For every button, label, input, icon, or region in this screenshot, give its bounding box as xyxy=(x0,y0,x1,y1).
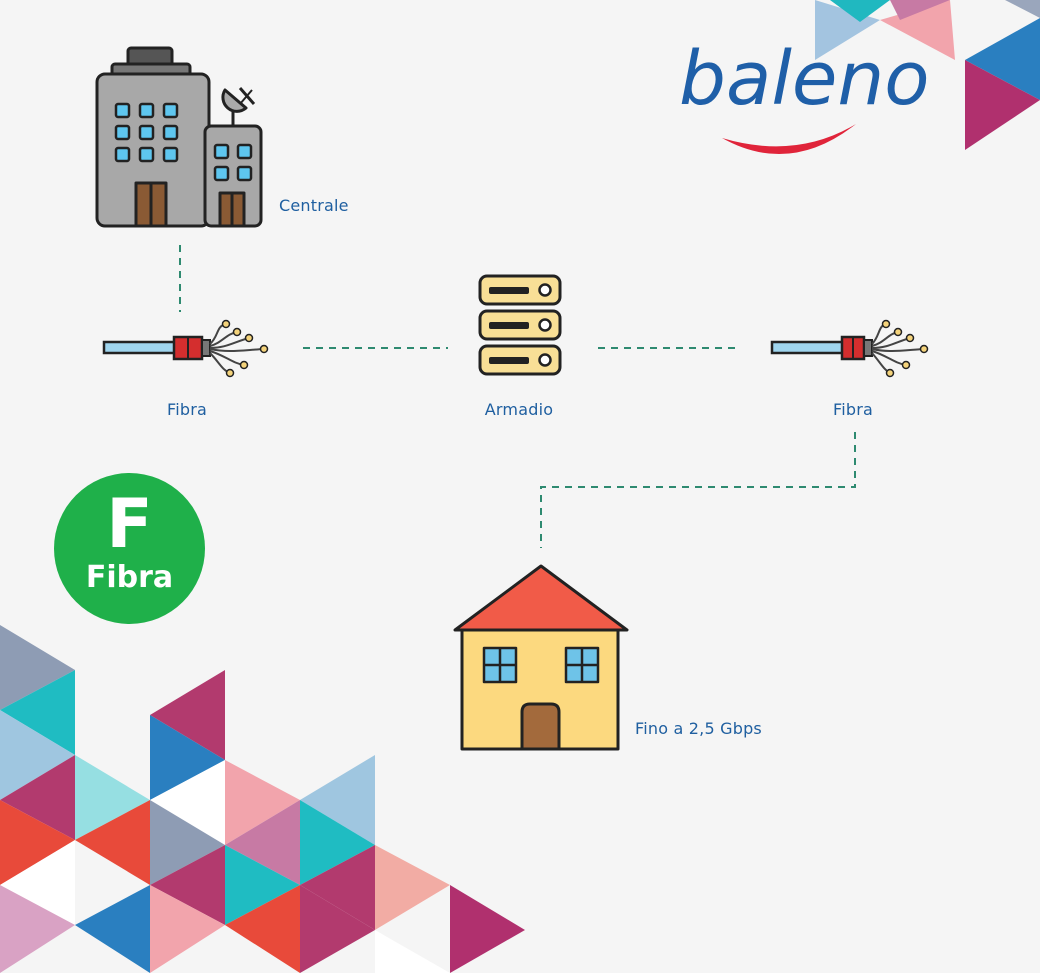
fibra-badge-letter: F xyxy=(106,485,153,564)
decor-bottom-left xyxy=(0,625,525,973)
fibra-badge-word: Fibra xyxy=(85,560,174,595)
fiber-optic-cable-icon xyxy=(102,319,269,378)
centrale-label: Centrale xyxy=(279,196,349,215)
house-speed-label: Fino a 2,5 Gbps xyxy=(635,719,762,738)
logo-swoosh xyxy=(722,124,856,155)
fiber-optic-cable-icon xyxy=(770,319,929,378)
street-cabinet-server-icon xyxy=(478,274,562,376)
fibra-badge: F Fibra xyxy=(54,473,205,624)
decor-top-right xyxy=(815,0,1040,150)
house-icon xyxy=(453,564,629,751)
fibra-left-label: Fibra xyxy=(166,400,208,419)
brand-logo: baleno xyxy=(679,36,930,122)
central-office-building-icon xyxy=(95,46,263,228)
connector-fibra-house xyxy=(540,432,856,548)
connectors xyxy=(179,245,856,548)
fibra-right-label: Fibra xyxy=(832,400,874,419)
armadio-label: Armadio xyxy=(484,400,554,419)
